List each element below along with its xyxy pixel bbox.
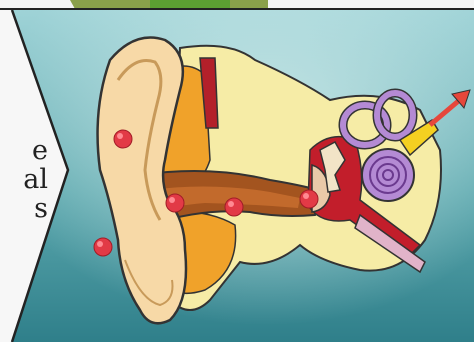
nerve-direction-arrow [430, 90, 470, 125]
outer-ear-marker[interactable] [114, 130, 132, 148]
ear-canal-marker[interactable] [166, 194, 184, 212]
eardrum-marker[interactable] [300, 190, 318, 208]
earlobe-marker[interactable] [94, 238, 112, 256]
canal-middle-marker[interactable] [225, 198, 243, 216]
cochlea [362, 149, 414, 201]
